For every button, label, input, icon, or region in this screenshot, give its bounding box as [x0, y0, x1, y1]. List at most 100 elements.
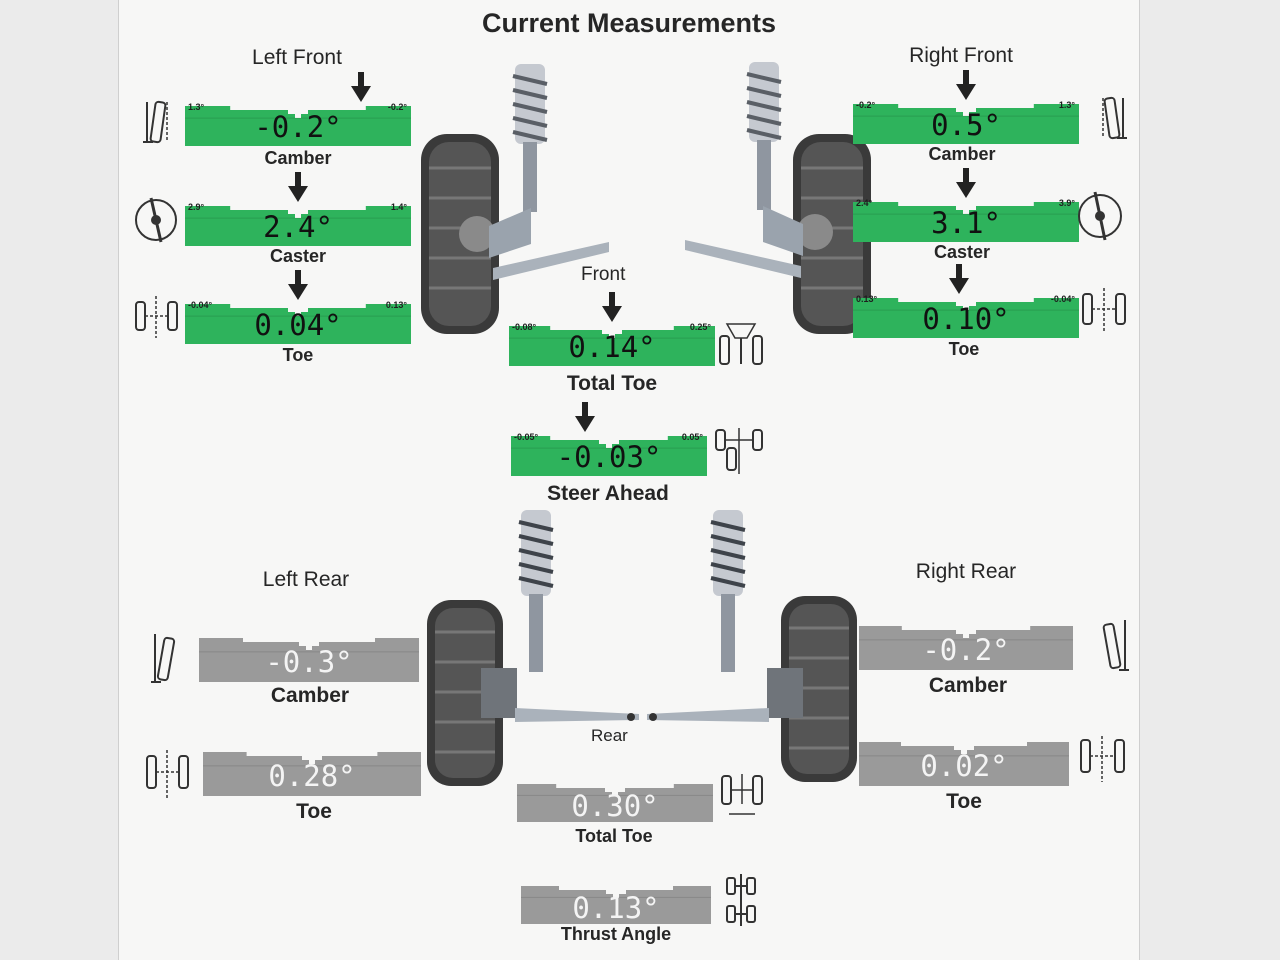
left-front-camber-bar [185, 106, 411, 146]
rear-total-toe-label: Total Toe [575, 826, 653, 846]
left-front-camber-max: -0.2° [387, 102, 407, 112]
left-front-toe-pointer-icon [288, 270, 308, 302]
left-rear-toe-bar [203, 752, 421, 796]
right-rear-header: Right Rear [915, 560, 1017, 583]
left-front-caster-min: 2.9° [188, 202, 205, 212]
gauge-band [511, 436, 707, 476]
right-front-caster-max: 3.9° [1058, 198, 1075, 208]
gauge-band [185, 206, 411, 246]
right-front-toe-max: -0.04° [1050, 294, 1075, 304]
rear-total-toe-gauge: 0.30° [517, 776, 713, 822]
right-front-camber-value: 0.5° [931, 108, 1001, 142]
rear-left-suspension-illustration [427, 510, 639, 786]
left-front-caster-pointer-icon [288, 172, 308, 204]
gauge-band [185, 106, 411, 146]
right-rear-camber-icon [1102, 620, 1129, 671]
left-rear-camber-bar [199, 638, 419, 682]
left-front-camber-min: 1.3° [188, 102, 205, 112]
gauge-band [859, 742, 1069, 786]
right-front-caster-bar [853, 202, 1079, 242]
right-front-camber-bar [853, 104, 1079, 144]
front-total-toe-pointer-icon [602, 292, 622, 324]
right-front-caster-value: 3.1° [931, 206, 1001, 240]
right-rear-toe-bar [859, 742, 1069, 786]
left-rear-toe-value: 0.28° [268, 759, 356, 793]
rear-total-toe-icon [721, 774, 763, 815]
thrust-angle-value: 0.13° [572, 891, 660, 925]
left-front-toe-value: 0.04° [254, 308, 342, 342]
front-total-toe-label: Total Toe [566, 372, 658, 395]
gauge-band [859, 626, 1073, 670]
steer-ahead-bar [511, 436, 707, 476]
front-axle-label: Front [581, 264, 626, 285]
right-front-caster-label: Caster [933, 242, 991, 262]
front-total-toe-bar [509, 326, 715, 366]
right-front-camber-icon [1102, 96, 1127, 140]
left-front-caster-icon [135, 197, 177, 243]
gauge-band [203, 752, 421, 796]
page-title: Current Measurements [481, 8, 777, 38]
left-front-caster-bar [185, 206, 411, 246]
front-left-suspension-illustration [421, 64, 609, 334]
steer-ahead-min: -0.05° [514, 432, 539, 442]
right-front-camber-label: Camber [928, 144, 996, 164]
right-front-toe-icon [1082, 288, 1126, 332]
rear-right-suspension-illustration [647, 510, 857, 782]
right-front-toe-bar [853, 298, 1079, 338]
gauge-band [185, 304, 411, 344]
front-total-toe-icon [719, 323, 763, 365]
left-front-camber-value: -0.2° [254, 110, 342, 144]
front-total-toe-value: 0.14° [568, 330, 656, 364]
right-front-toe-min: 0.13° [856, 294, 878, 304]
left-front-caster-value: 2.4° [263, 210, 333, 244]
left-front-header: Left Front [252, 46, 342, 69]
thrust-angle-bar [521, 886, 711, 924]
left-front-toe-min: -0.04° [188, 300, 213, 310]
right-front-toe-gauge: 0.13° -0.04° 0.10° [853, 290, 1079, 338]
left-front-camber-gauge: 1.3° -0.2° -0.2° [185, 98, 411, 146]
right-front-camber-gauge: -0.2° 1.3° 0.5° [853, 96, 1079, 144]
left-front-camber-label: Camber [264, 148, 332, 168]
steer-ahead-gauge: -0.05° 0.05° -0.03° [511, 428, 707, 476]
left-rear-toe-gauge: 0.28° [203, 744, 421, 796]
right-front-header: Right Front [909, 44, 1013, 67]
front-total-toe-gauge: -0.08° 0.25° 0.14° [509, 318, 715, 366]
right-front-caster-gauge: 2.4° 3.9° 3.1° [853, 194, 1079, 242]
gauge-band [853, 104, 1079, 144]
right-rear-toe-label: Toe [946, 790, 982, 813]
left-front-caster-max: 1.4° [390, 202, 407, 212]
thrust-angle-label: Thrust Angle [560, 924, 672, 944]
gauge-band [853, 202, 1079, 242]
gauge-band [517, 784, 713, 822]
gauge-band [509, 326, 715, 366]
steer-ahead-icon [715, 428, 763, 474]
right-rear-toe-icon [1080, 736, 1125, 782]
right-front-toe-value: 0.10° [922, 302, 1010, 336]
right-front-camber-min: -0.2° [856, 100, 876, 110]
rear-axle-label: Rear [591, 726, 628, 745]
left-front-toe-label: Toe [282, 345, 314, 365]
left-rear-header: Left Rear [262, 568, 350, 591]
right-front-toe-label: Toe [948, 339, 980, 359]
left-front-toe-gauge: -0.04° 0.13° 0.04° [185, 296, 411, 344]
right-rear-toe-value: 0.02° [920, 749, 1008, 783]
gauge-band [521, 886, 711, 924]
right-rear-camber-label: Camber [928, 674, 1008, 697]
steer-ahead-max: 0.05° [681, 432, 703, 442]
steer-ahead-label: Steer Ahead [547, 482, 669, 505]
left-front-caster-gauge: 2.9° 1.4° 2.4° [185, 198, 411, 246]
rear-total-toe-bar [517, 784, 713, 822]
left-rear-toe-label: Toe [296, 800, 332, 823]
thrust-angle-icon [726, 874, 756, 926]
right-rear-camber-bar [859, 626, 1073, 670]
left-rear-camber-label: Camber [270, 684, 350, 707]
right-front-caster-icon [1078, 191, 1122, 241]
left-front-toe-bar [185, 304, 411, 344]
thrust-angle-gauge: 0.13° [521, 878, 711, 924]
left-front-camber-pointer-icon [351, 72, 372, 104]
left-front-toe-icon [135, 296, 178, 338]
right-rear-camber-value: -0.2° [922, 633, 1010, 667]
left-rear-camber-icon [151, 634, 176, 683]
gauge-band [853, 298, 1079, 338]
left-front-toe-max: 0.13° [385, 300, 407, 310]
